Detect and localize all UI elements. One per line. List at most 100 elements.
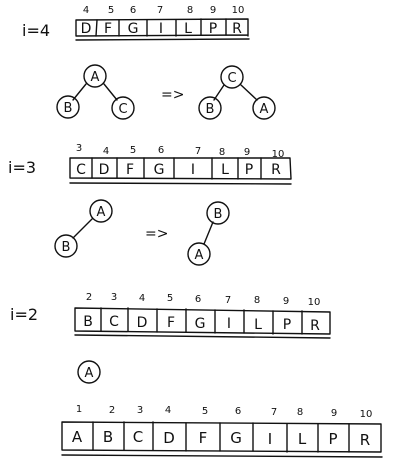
index-label: 7: [225, 295, 231, 306]
step-label: i=3: [8, 158, 36, 177]
array-cell: I: [159, 21, 163, 37]
array-cell: D: [137, 315, 148, 331]
array-cell: L: [298, 430, 307, 448]
cell-dividers: [91, 157, 262, 180]
index-label: 7: [271, 407, 277, 418]
array-cell: F: [199, 429, 208, 447]
array-cell: B: [103, 428, 113, 446]
array-cell: P: [209, 21, 217, 37]
tree-edge: [72, 218, 93, 239]
index-label: 10: [232, 5, 245, 16]
index-label: 8: [187, 5, 193, 16]
array-box: [75, 18, 250, 41]
array-cell: A: [72, 428, 83, 446]
tree-edge: [103, 83, 118, 101]
array-cell: R: [232, 21, 242, 37]
array-cell: B: [83, 314, 93, 330]
tree-node: [206, 201, 230, 225]
array-cell: D: [163, 429, 175, 447]
array-indices: 3 4 5 6 7 8 9 10: [76, 143, 285, 160]
array-cell: P: [328, 430, 337, 448]
heap-tree-after: C B A: [198, 65, 276, 120]
array-cell: C: [76, 162, 86, 178]
index-label: 9: [210, 5, 216, 16]
index-label: 3: [76, 143, 82, 154]
array-cell: G: [230, 429, 242, 447]
index-label: 8: [254, 295, 260, 306]
tree-edge: [213, 84, 225, 101]
tree-edge: [240, 84, 258, 101]
array-cell: G: [195, 316, 206, 332]
tree-node: [111, 96, 135, 120]
array-cell: F: [126, 162, 134, 178]
array-cell: R: [271, 162, 281, 178]
index-label: 7: [195, 146, 201, 157]
tree-node: [54, 234, 78, 258]
tree-node: [83, 64, 107, 88]
index-label: 6: [158, 145, 164, 156]
cell-dividers: [92, 421, 350, 453]
array-cell: F: [167, 315, 175, 331]
index-label: 4: [103, 146, 109, 157]
node-label: B: [64, 101, 73, 116]
node-label: B: [62, 240, 71, 255]
tree-node: [89, 199, 113, 223]
index-label: 9: [283, 296, 289, 307]
index-label: 9: [331, 408, 337, 419]
tree-edge: [72, 83, 87, 101]
array-cell: C: [133, 428, 143, 446]
array-cell: D: [81, 21, 92, 37]
tree-edge: [203, 221, 214, 245]
tree-node: [77, 360, 101, 384]
index-label: 1: [76, 404, 82, 415]
node-label: C: [227, 71, 236, 86]
index-label: 4: [139, 293, 145, 304]
array-cell: R: [360, 431, 370, 449]
step-label: i=4: [22, 21, 50, 40]
index-label: 10: [272, 149, 285, 160]
step-i4: i=4 4 5 6 7 8 9 10 D F G I L P R: [22, 5, 276, 120]
array-cell: L: [184, 21, 192, 37]
final-sorted-array: 1 2 3 4 5 6 7 8 9 10 A B C D F G I L P R: [61, 404, 383, 458]
index-label: 8: [297, 407, 303, 418]
index-label: 6: [195, 294, 201, 305]
index-label: 9: [244, 147, 250, 158]
transform-arrow: =>: [145, 226, 168, 242]
array-cell: I: [268, 430, 272, 448]
node-label: A: [195, 248, 204, 263]
index-label: 6: [235, 406, 241, 417]
index-label: 6: [130, 5, 136, 16]
node-label: B: [214, 207, 223, 222]
node-label: A: [260, 102, 269, 117]
index-label: 5: [167, 293, 173, 304]
heap-tree-single: A: [77, 360, 101, 384]
node-label: A: [97, 205, 106, 220]
array-cell: L: [221, 162, 229, 178]
step-label: i=2: [10, 305, 38, 324]
array-cell: I: [191, 162, 195, 178]
index-label: 2: [86, 292, 92, 303]
heap-tree-before: A B: [54, 199, 113, 258]
array-cell: F: [104, 21, 112, 37]
index-label: 4: [165, 405, 171, 416]
cell-dividers: [100, 307, 303, 335]
tree-node: [56, 95, 80, 119]
sorted-array: D F G I L P R: [75, 18, 250, 41]
sorted-array: C D F G I L P R: [69, 157, 292, 185]
array-indices: 2 3 4 5 6 7 8 9 10: [86, 292, 321, 308]
array-box: [61, 421, 383, 458]
node-label: C: [118, 102, 127, 117]
sorted-array: B C D F G I L P R: [74, 307, 331, 339]
index-label: 4: [83, 5, 89, 16]
heap-tree-after: B A: [187, 201, 230, 266]
index-label: 3: [111, 292, 117, 303]
array-cell: I: [227, 316, 231, 332]
node-label: A: [91, 70, 100, 85]
tree-node: [187, 242, 211, 266]
step-i3: i=3 3 4 5 6 7 8 9 10 C D F G I L P R: [8, 143, 292, 266]
array-indices: 1 2 3 4 5 6 7 8 9 10: [76, 404, 373, 420]
tree-node: [252, 96, 276, 120]
array-cell: C: [109, 314, 119, 330]
array-box: [74, 307, 331, 339]
index-label: 3: [137, 405, 143, 416]
